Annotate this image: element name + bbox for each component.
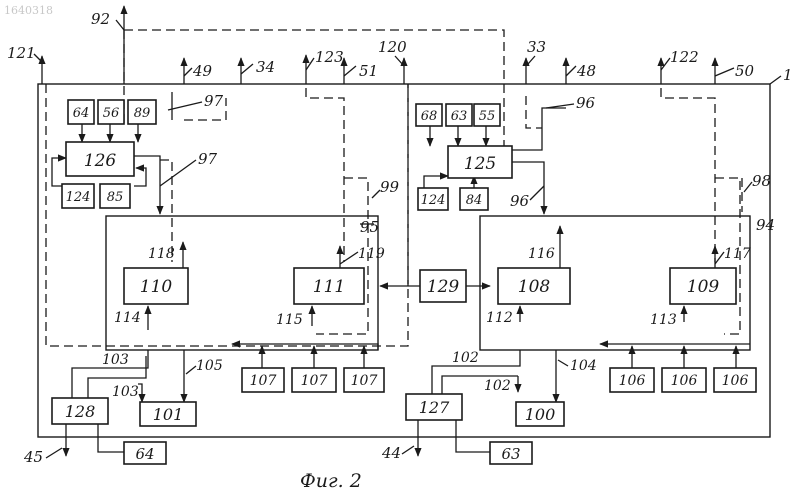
- label-34: 34: [256, 58, 275, 76]
- block-108-label: 108: [518, 277, 551, 297]
- label-112: 112: [486, 310, 513, 326]
- label-49: 49: [192, 62, 213, 80]
- label-117: 117: [724, 246, 751, 262]
- block-110-label: 110: [140, 277, 173, 297]
- block-124-left-label: 124: [66, 190, 91, 205]
- figure-caption: Фиг. 2: [300, 470, 362, 492]
- block-100-label: 100: [525, 405, 556, 424]
- label-44: 44: [381, 444, 401, 462]
- block-89-label: 89: [134, 106, 151, 121]
- block-84-label: 84: [466, 193, 483, 208]
- block-101-label: 101: [153, 405, 184, 424]
- label-115: 115: [276, 312, 303, 328]
- label-114: 114: [114, 310, 141, 326]
- blocks: 126 125 110 111 108 109 129 128 127 101 …: [52, 100, 756, 464]
- block-129-label: 129: [427, 277, 460, 297]
- block-106-c-label: 106: [722, 373, 749, 389]
- block-64-label: 64: [73, 106, 90, 121]
- block-107-c-label: 107: [351, 373, 378, 389]
- frame-label: 1: [783, 66, 793, 84]
- label-120: 120: [378, 38, 407, 56]
- label-51: 51: [359, 62, 378, 80]
- block-85-label: 85: [107, 190, 124, 205]
- block-106-a-label: 106: [619, 373, 646, 389]
- label-94: 94: [756, 216, 775, 234]
- label-103-a: 103: [102, 352, 129, 368]
- label-97-top: 97: [204, 92, 224, 110]
- label-104: 104: [570, 358, 597, 374]
- label-113: 113: [650, 312, 677, 328]
- label-102-b: 102: [484, 378, 511, 394]
- top-labels: 121 92 49 34 123 51 120 33 48 122 50: [7, 10, 755, 80]
- block-128-label: 128: [65, 402, 96, 421]
- block-106-b-label: 106: [671, 373, 698, 389]
- block-56-label: 56: [103, 106, 120, 121]
- block-68-label: 68: [421, 109, 438, 124]
- label-33: 33: [527, 38, 546, 56]
- block-111-label: 111: [313, 277, 345, 297]
- label-45: 45: [23, 448, 43, 466]
- block-55-label: 55: [479, 109, 496, 124]
- label-121: 121: [7, 44, 36, 62]
- label-123: 123: [315, 48, 344, 66]
- label-48: 48: [576, 62, 596, 80]
- label-102-a: 102: [452, 350, 479, 366]
- label-96-top: 96: [576, 94, 596, 112]
- label-99: 99: [380, 178, 400, 196]
- block-126-label: 126: [84, 151, 117, 171]
- label-92: 92: [91, 10, 110, 28]
- block-127-label: 127: [419, 398, 450, 417]
- label-50: 50: [735, 62, 755, 80]
- block-63-bottom-label: 63: [501, 445, 520, 463]
- label-96-mid: 96: [510, 192, 530, 210]
- label-118: 118: [148, 246, 175, 262]
- block-63-label: 63: [451, 109, 468, 124]
- label-97-mid: 97: [198, 150, 218, 168]
- label-105: 105: [196, 358, 223, 374]
- label-119: 119: [358, 246, 385, 262]
- block-125-label: 125: [464, 154, 496, 174]
- block-124-right-label: 124: [421, 193, 446, 208]
- block-107-a-label: 107: [250, 373, 277, 389]
- block-109-label: 109: [687, 277, 720, 297]
- label-103-b: 103: [112, 384, 139, 400]
- label-98: 98: [752, 172, 771, 190]
- document-id: 1640318: [4, 4, 53, 17]
- label-95: 95: [360, 218, 379, 236]
- block-64-bottom-label: 64: [135, 445, 154, 463]
- label-122: 122: [670, 48, 699, 66]
- label-116: 116: [528, 246, 555, 262]
- block-107-b-label: 107: [301, 373, 328, 389]
